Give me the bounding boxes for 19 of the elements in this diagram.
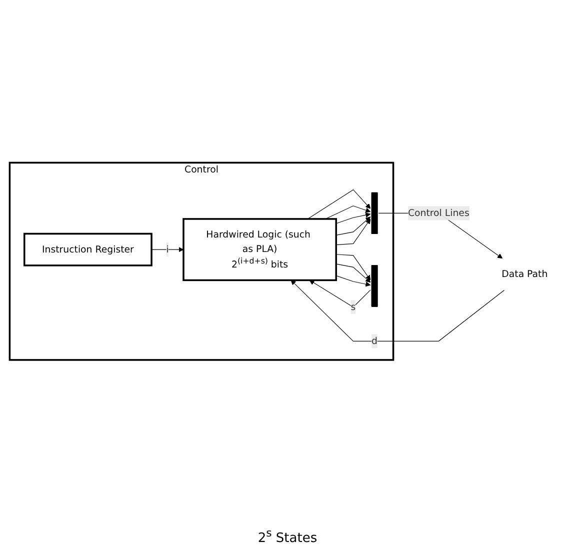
node-box: Hardwired Logic (such as PLA) 2$^{(i+d+s)}$ bits bbox=[182, 218, 337, 282]
arrow bbox=[151, 247, 184, 252]
edge-label: Control Lines bbox=[408, 207, 470, 218]
node-text: Data Path bbox=[502, 268, 548, 280]
arrow bbox=[325, 206, 371, 220]
edge-label: s bbox=[350, 301, 356, 312]
arrow bbox=[336, 264, 371, 283]
edge-label: i bbox=[166, 244, 169, 255]
arrow bbox=[336, 254, 371, 280]
arrow bbox=[309, 280, 371, 308]
arrow bbox=[290, 280, 505, 342]
arrow bbox=[336, 218, 371, 246]
arrow bbox=[307, 189, 371, 220]
arrow bbox=[336, 275, 371, 287]
edge-label: d bbox=[372, 335, 378, 346]
arrow bbox=[336, 212, 371, 224]
node-box: Instruction Register bbox=[24, 232, 152, 266]
note-text: 2$^{s}$ States bbox=[258, 531, 318, 546]
arrow bbox=[336, 216, 371, 236]
